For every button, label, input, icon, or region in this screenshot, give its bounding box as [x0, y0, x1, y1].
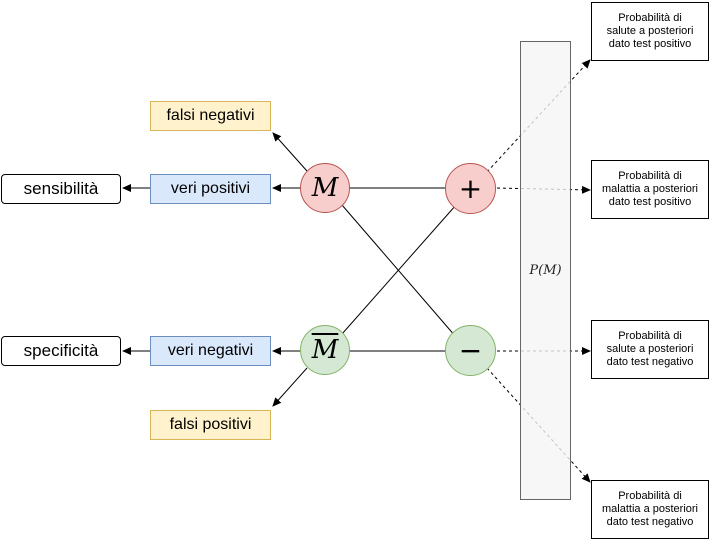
arrow-minus-disease-posterior [486, 367, 591, 483]
prior-probability-label: P(M) [529, 263, 562, 278]
true-negatives-box: veri negativi [150, 336, 271, 366]
healthy-node: M [300, 325, 350, 375]
false-negatives-box: falsi negativi [150, 101, 271, 131]
prior-probability-bar: P(M) [520, 41, 571, 500]
healthy-symbol: M [311, 335, 339, 365]
disease-symbol: M [311, 173, 339, 203]
positive-test-node: + [445, 163, 496, 214]
false-positives-box: falsi positivi [150, 410, 271, 440]
posterior-health-negative-box: Probabilità di salute a posteriori dato … [591, 320, 709, 379]
specificity-box: specificità [1, 336, 121, 366]
sensitivity-box: sensibilità [1, 174, 121, 204]
negative-test-node: − [445, 325, 496, 376]
arrow-mbar-false-positives [272, 367, 308, 407]
arrow-m-false-negatives [272, 132, 308, 172]
plus-symbol: + [458, 171, 483, 205]
edge-m-minus [341, 204, 457, 338]
minus-symbol: − [458, 333, 483, 367]
edge-mbar-plus [341, 204, 457, 335]
disease-node: M [300, 163, 350, 213]
true-positives-box: veri positivi [150, 174, 271, 204]
posterior-disease-positive-box: Probabilità di malattia a posteriori dat… [591, 160, 709, 219]
posterior-health-positive-box: Probabilità di salute a posteriori dato … [591, 2, 709, 61]
arrow-plus-health-posterior [486, 59, 591, 173]
posterior-disease-negative-box: Probabilità di malattia a posteriori dat… [591, 480, 709, 539]
